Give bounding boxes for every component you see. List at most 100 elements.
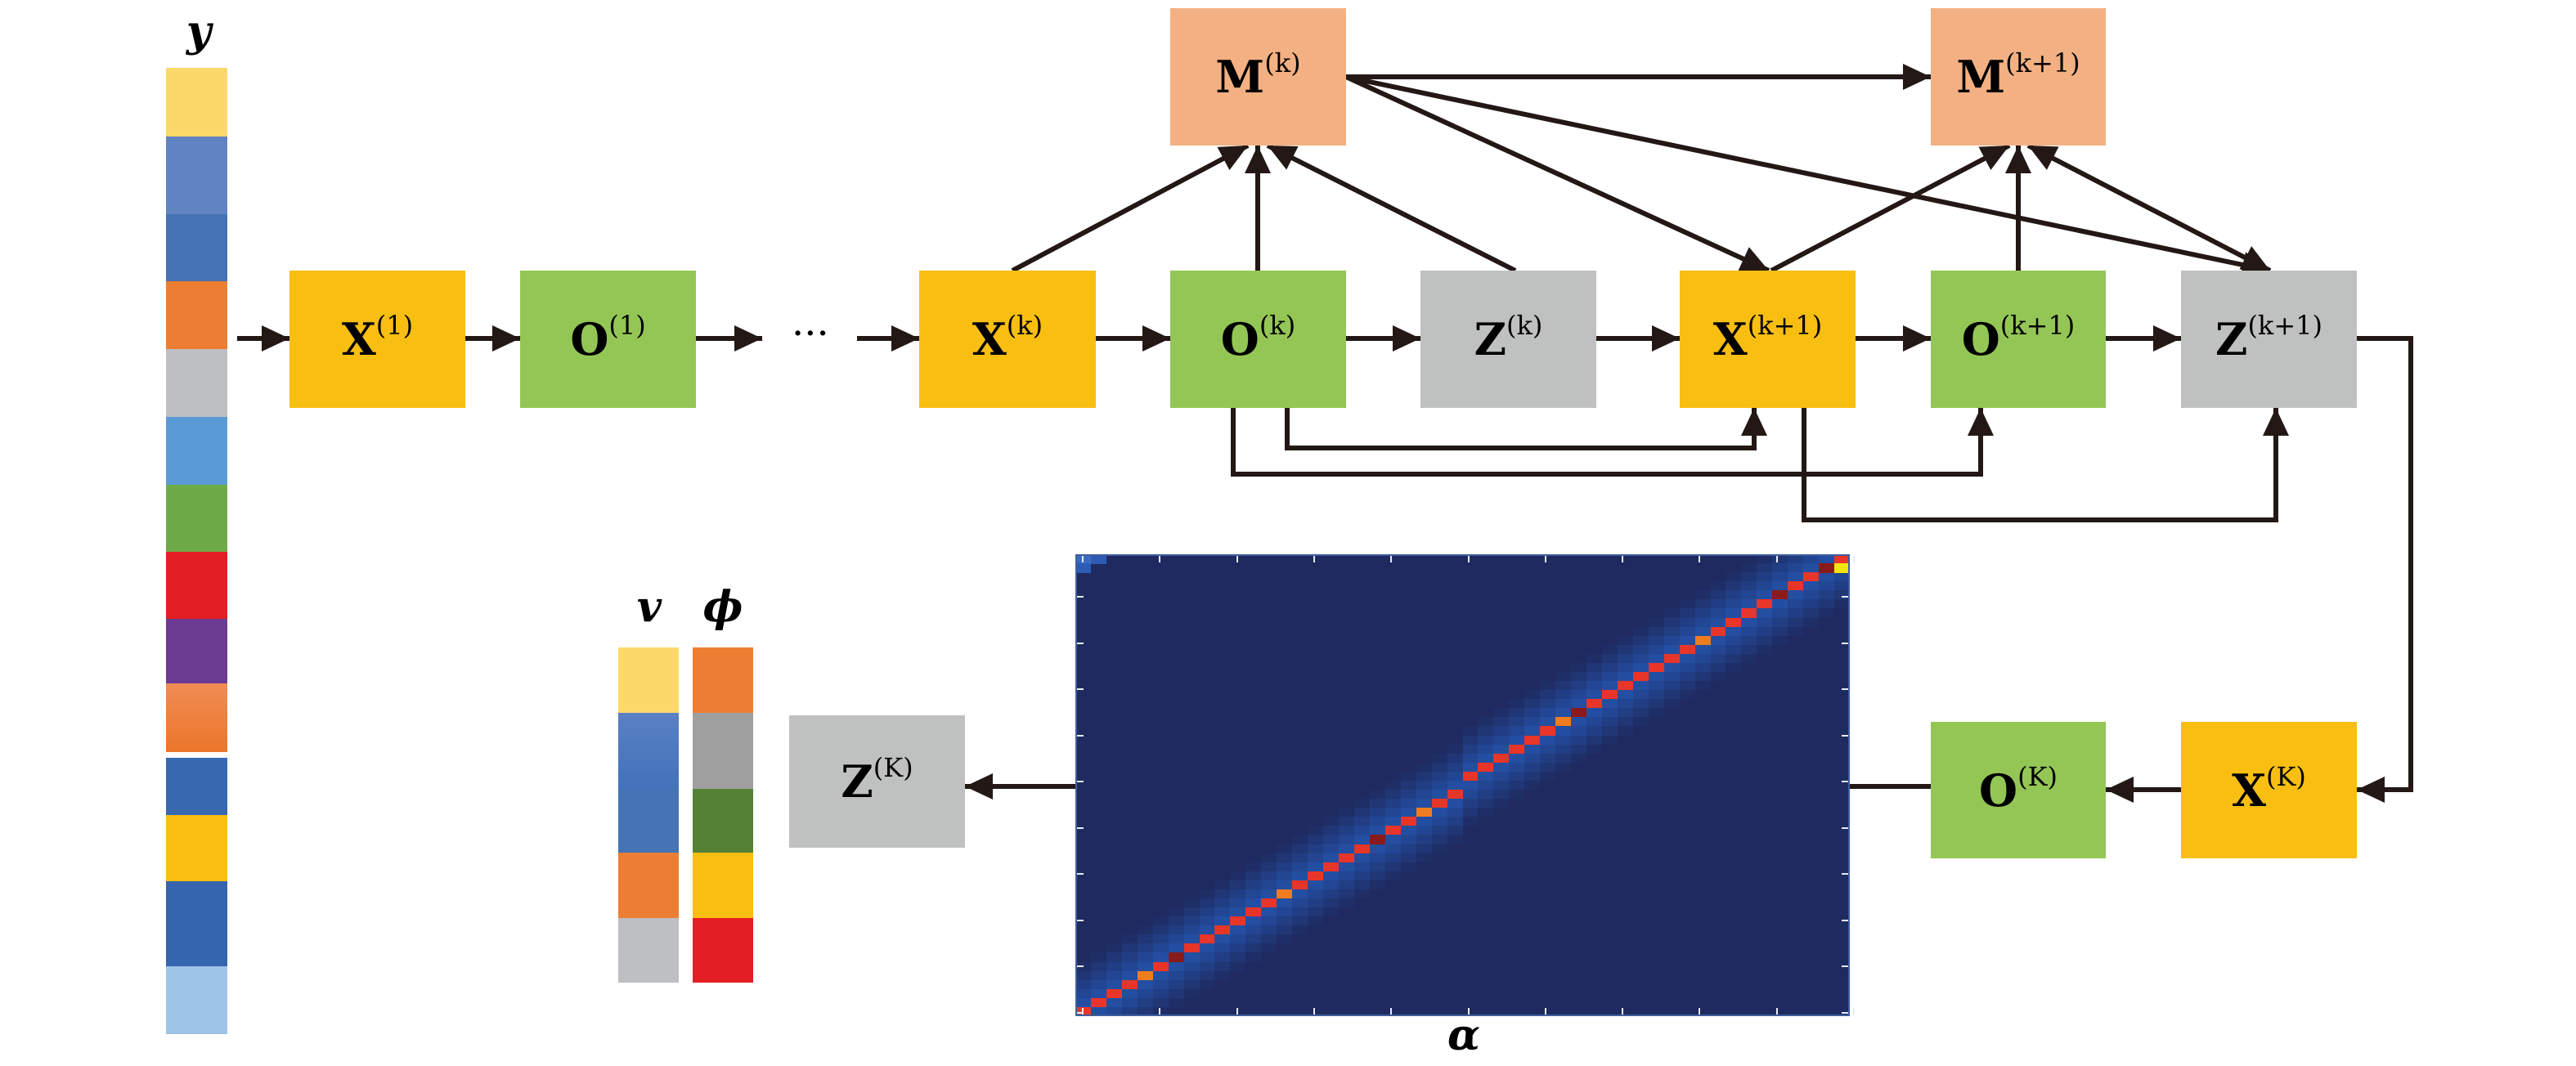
xk1-to-ok1-arrowhead bbox=[1903, 325, 1931, 352]
alpha-cell bbox=[1493, 780, 1510, 791]
alpha-cell bbox=[1694, 626, 1711, 637]
alpha-cell bbox=[1183, 943, 1200, 954]
alpha-cell bbox=[1152, 943, 1169, 954]
alpha-cell bbox=[1694, 662, 1711, 673]
alpha-cell bbox=[1214, 952, 1231, 963]
alpha-cell bbox=[1261, 898, 1277, 908]
alpha-cell bbox=[1400, 853, 1416, 863]
alpha-cell bbox=[1245, 934, 1262, 945]
alpha-cell bbox=[1819, 563, 1835, 574]
alpha-cell bbox=[1540, 708, 1556, 719]
alpha-cell bbox=[1384, 780, 1401, 791]
alpha-cell bbox=[1338, 862, 1354, 872]
node-xK: X(K) bbox=[2181, 722, 2357, 858]
alpha-cell bbox=[1183, 907, 1200, 918]
ok1-to-zk1-arrowhead bbox=[2153, 325, 2181, 352]
alpha-cell bbox=[1106, 1006, 1122, 1016]
input-vector-gap bbox=[166, 752, 227, 758]
alpha-cell bbox=[1137, 952, 1153, 963]
input-vector-cell bbox=[166, 281, 227, 349]
alpha-cell bbox=[1075, 563, 1091, 574]
alpha-cell bbox=[1524, 771, 1541, 782]
v-vector-label: v bbox=[636, 582, 662, 632]
v-vector-cell bbox=[618, 789, 679, 853]
alpha-cell bbox=[1168, 952, 1184, 963]
alpha-cell bbox=[1308, 844, 1324, 854]
alpha-cell bbox=[1617, 626, 1633, 637]
alpha-cell bbox=[1277, 853, 1293, 863]
xk-to-mk-line bbox=[1011, 143, 1250, 273]
alpha-cell bbox=[1416, 853, 1432, 863]
alpha-cell bbox=[1617, 726, 1633, 737]
alpha-cell bbox=[1214, 925, 1231, 936]
alpha-cell bbox=[1431, 853, 1447, 863]
alpha-cell bbox=[1137, 979, 1153, 990]
node-xk1-label: X(k+1) bbox=[1712, 310, 1823, 365]
ok-to-xk1-line bbox=[1285, 408, 1757, 450]
alpha-cell bbox=[1384, 871, 1401, 881]
ok-to-ok1-arrowhead bbox=[1968, 408, 1994, 436]
alpha-cell bbox=[1478, 717, 1494, 728]
alpha-cell bbox=[1199, 952, 1215, 963]
alpha-cell bbox=[1400, 762, 1416, 773]
alpha-cell bbox=[1416, 808, 1432, 818]
alpha-cell bbox=[1524, 681, 1541, 692]
alpha-cell bbox=[1245, 925, 1262, 936]
alpha-cell bbox=[1462, 780, 1479, 791]
alpha-cell bbox=[1509, 762, 1525, 773]
alpha-cell bbox=[1338, 835, 1354, 845]
x-tick-top bbox=[1699, 556, 1701, 562]
alpha-cell bbox=[1524, 717, 1541, 728]
alpha-cell bbox=[1323, 880, 1340, 890]
alpha-cell bbox=[1323, 889, 1340, 899]
alpha-cell bbox=[1726, 599, 1742, 610]
alpha-cell bbox=[1632, 672, 1649, 683]
alpha-cell bbox=[1493, 708, 1510, 719]
alpha-cell bbox=[1447, 762, 1463, 773]
alpha-cell bbox=[1509, 708, 1525, 719]
alpha-cell bbox=[1199, 916, 1215, 927]
alpha-cell bbox=[1199, 880, 1215, 890]
alpha-cell bbox=[1462, 762, 1479, 773]
alpha-cell bbox=[1819, 581, 1835, 592]
alpha-cell bbox=[1292, 880, 1308, 890]
alpha-cell bbox=[1648, 626, 1664, 637]
alpha-cell bbox=[1632, 708, 1649, 719]
alpha-cell bbox=[1757, 590, 1773, 601]
xk-to-mk-arrowhead bbox=[1217, 146, 1248, 171]
alpha-cell bbox=[1478, 780, 1494, 791]
alpha-cell bbox=[1462, 790, 1479, 800]
input-vector-cell bbox=[166, 68, 227, 137]
ellipsis-to-xk-arrowhead bbox=[891, 325, 919, 352]
alpha-cell bbox=[1632, 717, 1649, 728]
alpha-cell bbox=[1338, 817, 1354, 827]
alpha-cell bbox=[1617, 735, 1633, 746]
alpha-cell bbox=[1710, 672, 1726, 683]
alpha-cell bbox=[1679, 681, 1695, 692]
alpha-cell bbox=[1803, 590, 1820, 601]
alpha-cell bbox=[1555, 753, 1572, 764]
alpha-cell bbox=[1308, 889, 1324, 899]
x-tick-top bbox=[1853, 556, 1855, 562]
alpha-cell bbox=[1648, 635, 1664, 646]
alpha-cell bbox=[1152, 988, 1169, 999]
alpha-cell bbox=[1710, 590, 1726, 601]
zk-to-mk-line bbox=[1266, 143, 1517, 273]
alpha-cell bbox=[1540, 735, 1556, 746]
alpha-cell bbox=[1571, 653, 1587, 664]
alpha-cell bbox=[1308, 817, 1324, 827]
alpha-cell bbox=[1741, 662, 1757, 673]
alpha-cell bbox=[1632, 726, 1649, 737]
alpha-cell bbox=[1617, 672, 1633, 683]
alpha-cell bbox=[1230, 970, 1246, 981]
zk1-to-mk1-line bbox=[2026, 143, 2272, 273]
alpha-cell bbox=[1710, 608, 1726, 619]
alpha-cell bbox=[1478, 790, 1494, 800]
alpha-cell bbox=[1400, 871, 1416, 881]
input-vector-cell bbox=[166, 683, 227, 758]
alpha-cell bbox=[1663, 599, 1680, 610]
alpha-cell bbox=[1601, 744, 1618, 755]
alpha-cell bbox=[1571, 744, 1587, 755]
alpha-cell bbox=[1183, 934, 1200, 945]
alpha-cell bbox=[1353, 826, 1370, 836]
